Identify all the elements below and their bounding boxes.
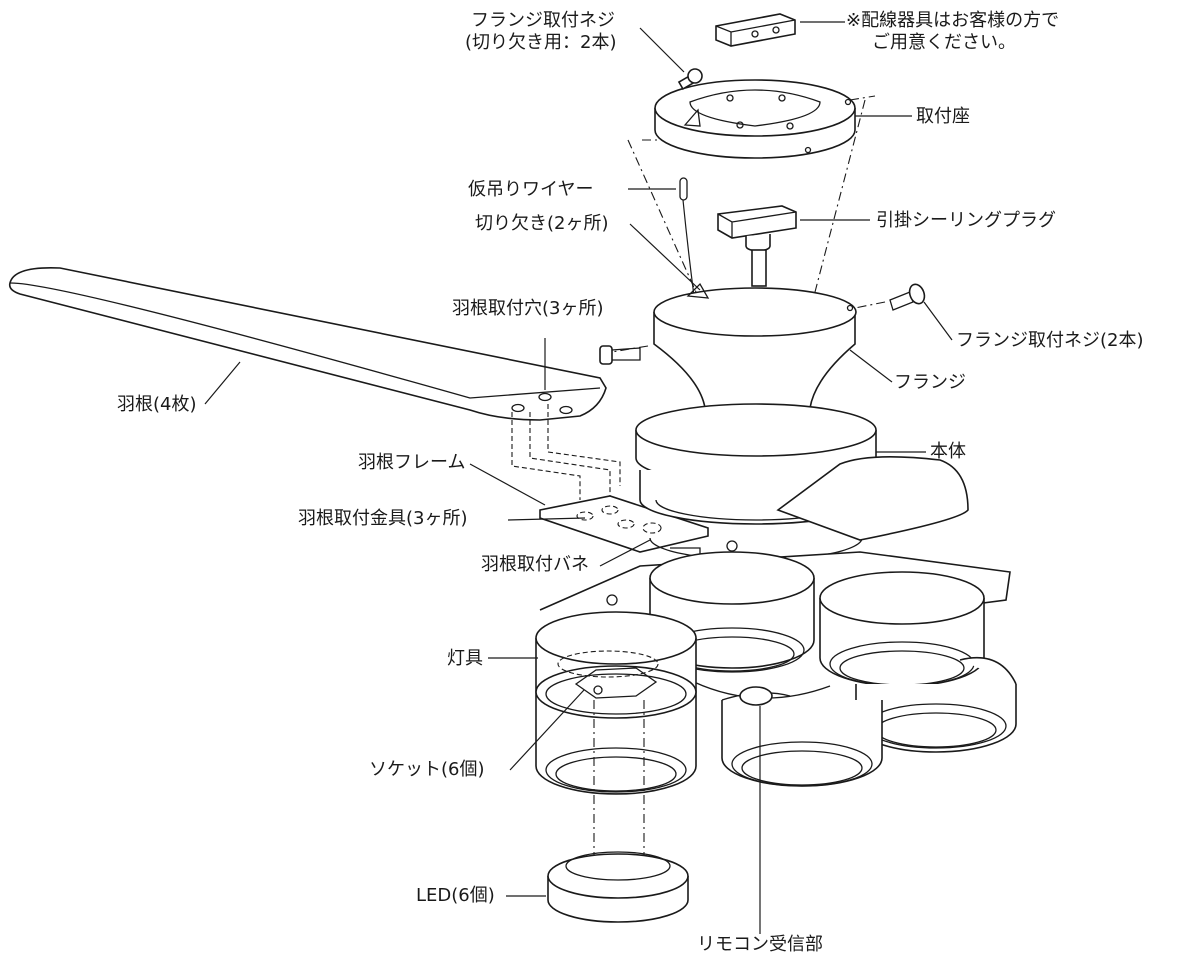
label-blade-hole: 羽根取付穴(3ヶ所) [452, 298, 604, 319]
label-flange-screw-notch: フランジ取付ネジ (切り欠き用：2本) [465, 10, 617, 53]
label-led: LED(6個) [416, 885, 495, 906]
guide-lines [611, 95, 886, 353]
label-blade: 羽根(4枚) [117, 394, 197, 415]
label-notch: 切り欠き(2ヶ所) [475, 213, 609, 234]
lamp-unit-far-right [855, 656, 1017, 753]
temp-wire [679, 177, 695, 297]
body-lower [693, 681, 831, 706]
label-remote-receiver: リモコン受信部 [697, 934, 823, 955]
label-blade-spring: 羽根取付バネ [481, 554, 589, 575]
blade-frame [539, 495, 709, 553]
label-blade-frame: 羽根フレーム [358, 452, 466, 473]
label-mount-base: 取付座 [916, 106, 970, 127]
led-module [547, 700, 689, 923]
leader-lines [204, 21, 953, 934]
lamp-unit-left [535, 611, 697, 795]
ceiling-plug [717, 205, 797, 287]
label-flange: フランジ [894, 372, 966, 393]
label-wiring-note: ※配線器具はお客様の方で ご用意ください。 [846, 10, 1060, 53]
label-lamp: 灯具 [447, 648, 483, 669]
flange-screw-right [889, 283, 926, 311]
blade [8, 266, 607, 421]
label-flange-screw: フランジ取付ネジ(2本) [956, 330, 1144, 351]
label-temp-wire: 仮吊りワイヤー [468, 179, 594, 200]
mount-base [654, 79, 856, 159]
wiring-device [715, 13, 796, 47]
mount-screw [677, 68, 703, 91]
label-ceiling-plug: 引掛シーリングプラグ [876, 210, 1056, 231]
blade-right [776, 456, 969, 541]
label-body: 本体 [930, 441, 966, 462]
lamp-unit-bottom [721, 692, 883, 787]
label-blade-bracket: 羽根取付金具(3ヶ所) [298, 508, 468, 529]
label-socket: ソケット(6個) [369, 759, 485, 780]
flange-screw-left [599, 345, 641, 365]
flange [653, 282, 857, 409]
lamp-unit-right [819, 571, 985, 687]
blade-alignment [511, 404, 621, 500]
